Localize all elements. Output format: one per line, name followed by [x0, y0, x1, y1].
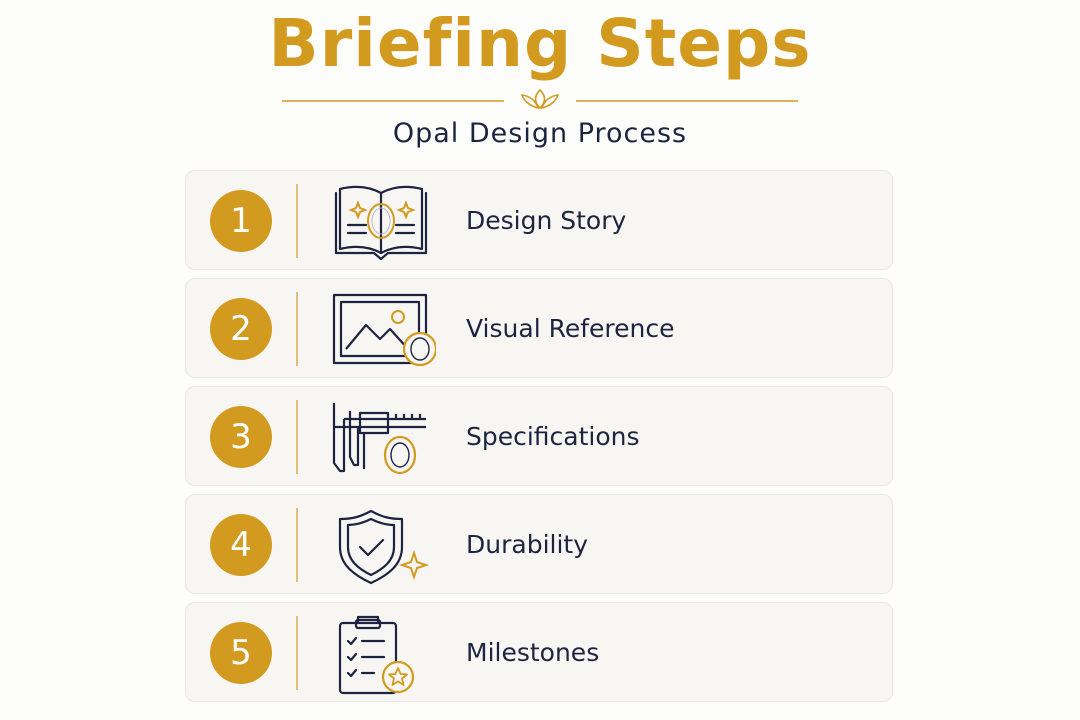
- step-card-1: 1 Design Story: [185, 170, 893, 270]
- picture-frame-opal-icon: [332, 293, 436, 367]
- step-card-4: 4 Durability: [185, 494, 893, 594]
- step-label: Milestones: [466, 638, 600, 667]
- caliper-opal-icon: [332, 403, 426, 475]
- steps-list: 1 Design Story 2: [185, 170, 895, 710]
- step-label: Specifications: [466, 422, 640, 451]
- step-label: Design Story: [466, 206, 627, 235]
- shield-check-icon: [338, 509, 430, 585]
- step-number-badge: 5: [210, 622, 272, 684]
- clipboard-checklist-icon: [338, 615, 415, 695]
- step-card-2: 2 Visual Reference: [185, 278, 893, 378]
- step-divider: [296, 184, 298, 258]
- leaf-ornament-icon: [520, 88, 560, 110]
- step-label: Durability: [466, 530, 588, 559]
- step-number-badge: 3: [210, 406, 272, 468]
- step-number-badge: 2: [210, 298, 272, 360]
- step-divider: [296, 616, 298, 690]
- page-title: Briefing Steps: [268, 5, 812, 82]
- step-label: Visual Reference: [466, 314, 675, 343]
- step-divider: [296, 400, 298, 474]
- step-number-badge: 1: [210, 190, 272, 252]
- step-card-3: 3 Specifications: [185, 386, 893, 486]
- open-book-opal-icon: [334, 185, 428, 261]
- step-divider: [296, 292, 298, 366]
- step-card-5: 5 Milestones: [185, 602, 893, 702]
- step-divider: [296, 508, 298, 582]
- step-number-badge: 4: [210, 514, 272, 576]
- page-subtitle: Opal Design Process: [392, 118, 688, 149]
- ornament-divider: [282, 88, 798, 110]
